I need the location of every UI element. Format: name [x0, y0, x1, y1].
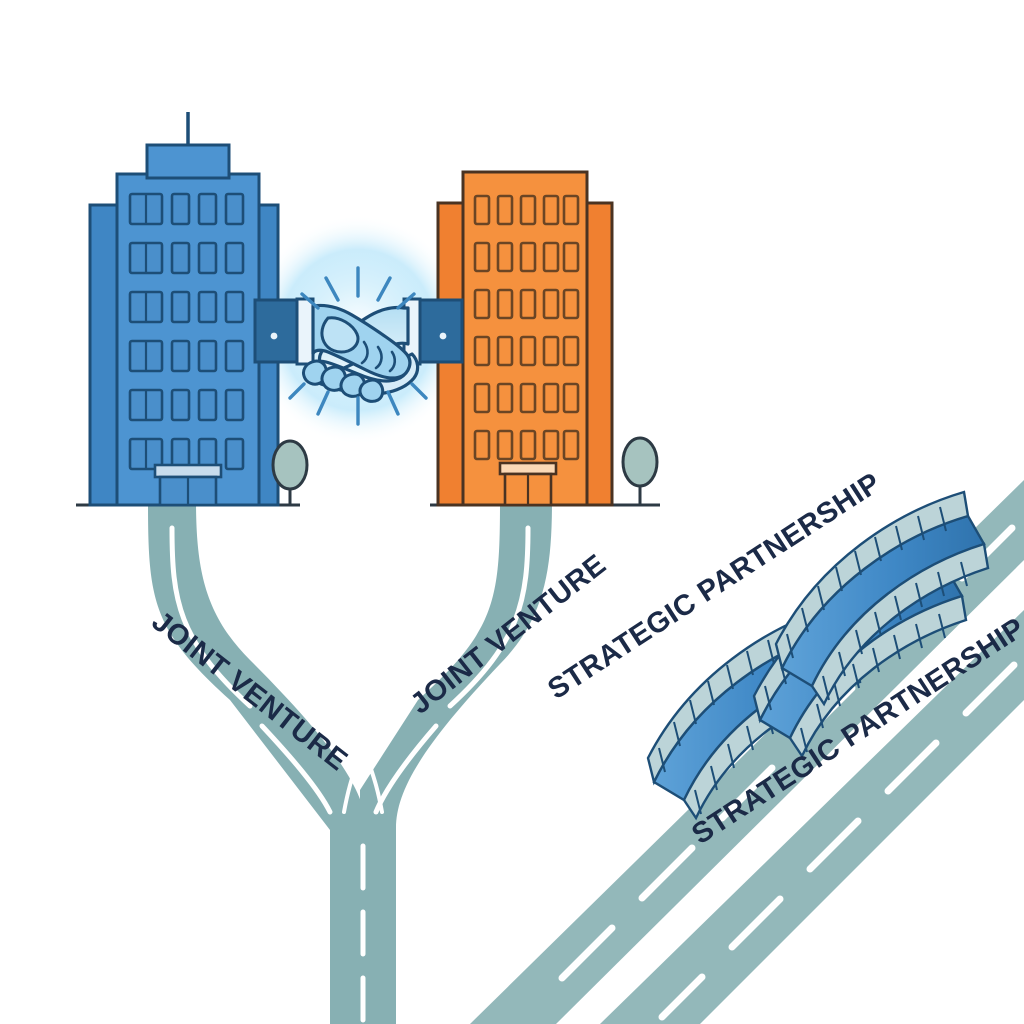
handshake-finger-creases	[360, 340, 397, 373]
road-branch-left	[148, 500, 366, 1024]
building-entrance-lintel	[498, 461, 558, 476]
handshake-knuckles	[302, 359, 385, 403]
diagonal-road-lower-dashes	[658, 661, 1018, 1021]
arched-bridges	[646, 490, 990, 821]
building-entrance-lintel	[153, 463, 223, 479]
road-fork-split-marks	[342, 764, 384, 814]
handshake-cuff-left	[295, 297, 315, 366]
handshake-sleeve-button-right	[439, 332, 447, 340]
road-branch-right	[360, 500, 552, 1024]
building-windows	[128, 192, 245, 471]
handshake-sleeve-right	[415, 298, 464, 364]
handshake-sparkles	[288, 266, 428, 426]
handshake-sleeve-left	[253, 298, 302, 364]
handshake-thumb-left	[320, 316, 360, 354]
diagonal-road-lower	[600, 610, 1024, 1024]
bridge-railing-near	[810, 542, 990, 707]
decorative-tree	[621, 436, 659, 505]
arched-bridge	[774, 490, 990, 707]
building-right-orange	[436, 170, 614, 507]
building-windows	[473, 194, 580, 461]
handshake-sleeve-button-left	[270, 332, 278, 340]
building-penthouse	[145, 143, 231, 180]
decorative-tree	[271, 439, 309, 505]
handshake-icon	[253, 266, 464, 426]
y-junction-road	[148, 500, 552, 1024]
bridge-railing-posts	[786, 506, 968, 701]
bridge-railing-far	[774, 490, 970, 672]
